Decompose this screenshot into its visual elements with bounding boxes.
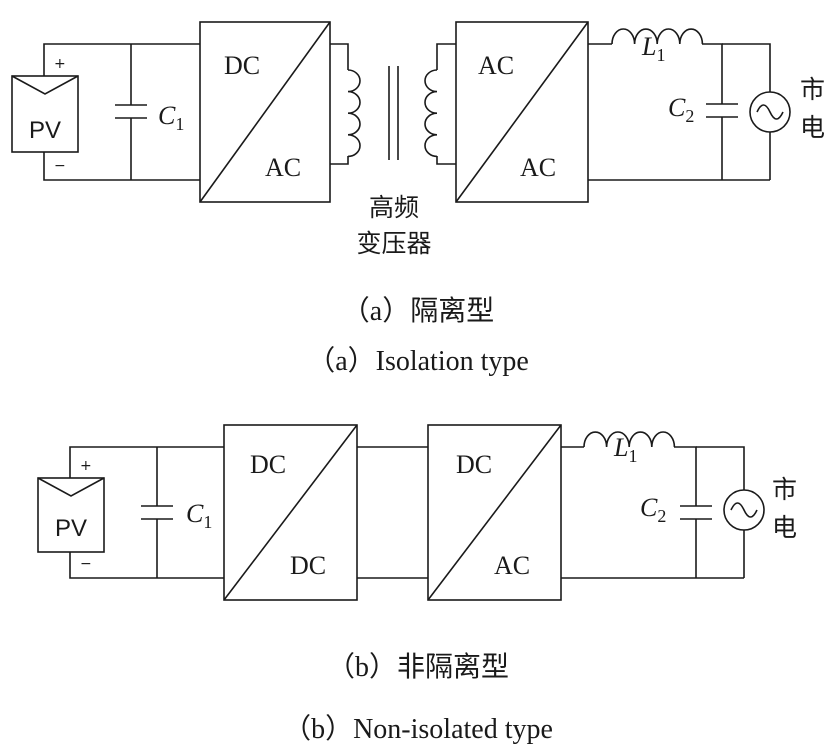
transformer-label-line2: 变压器 [356,229,431,258]
grid-label-line2: 电 [772,513,797,542]
pv-panel-a: PV + − [11,43,200,181]
converter-dc-ac-b: DC AC [427,424,562,601]
c2-label: C2 [640,493,666,526]
c2-label: C2 [668,93,694,126]
minus-sign: − [54,158,66,174]
plus-sign: + [80,458,92,474]
c1-label: C1 [158,101,184,134]
ac-source-icon [723,489,765,531]
inductor-l1-b: L1 [561,431,697,506]
transformer-a: 高频 变压器 [330,43,456,258]
converter-output-label: DC [290,551,326,580]
converter-dc-ac-a: DC AC [199,21,331,203]
converter-ac-ac-a: AC AC [455,21,589,203]
capacitor-c2-a: C2 [588,93,770,181]
converter-output-label: AC [494,551,530,580]
capacitor-c1-a: C1 [115,44,184,180]
caption-a-en: （a）Isolation type [307,345,529,377]
converter-input-label: AC [478,51,514,80]
grid-label-line2: 电 [800,113,825,142]
caption-b-cn: （b）非隔离型 [327,651,509,683]
l1-label: L1 [613,433,637,466]
converter-input-label: DC [250,450,286,479]
converter-output-label: AC [265,153,301,182]
grid-source-b: 市 电 [696,446,797,578]
caption-a-cn: （a）隔离型 [342,295,494,327]
pv-panel-b: PV + − [37,446,224,579]
plus-sign: + [54,56,66,72]
ac-source-icon [749,91,791,133]
transformer-label-line1: 高频 [369,193,419,222]
grid-label-line1: 市 [772,475,797,504]
inductor-l1-a: L1 [588,28,723,104]
converter-input-label: DC [456,450,492,479]
pv-label: PV [29,117,61,144]
l1-label: L1 [641,32,665,65]
converter-input-label: DC [224,51,260,80]
capacitor-c1-b: C1 [141,447,212,578]
minus-sign: − [80,556,92,572]
grid-label-line1: 市 [800,75,825,104]
diagram-b: PV + − C1 DC DC DC AC [37,424,797,745]
diagram-a: PV + − C1 DC AC 高频 [11,21,825,377]
caption-b-en: （b）Non-isolated type [283,713,553,745]
capacitor-c2-b: C2 [561,493,744,579]
converter-dc-dc-b: DC DC [223,424,358,601]
c1-label: C1 [186,499,212,532]
converter-output-label: AC [520,153,556,182]
grid-source-a: 市 电 [722,43,825,180]
pv-label: PV [55,515,87,542]
